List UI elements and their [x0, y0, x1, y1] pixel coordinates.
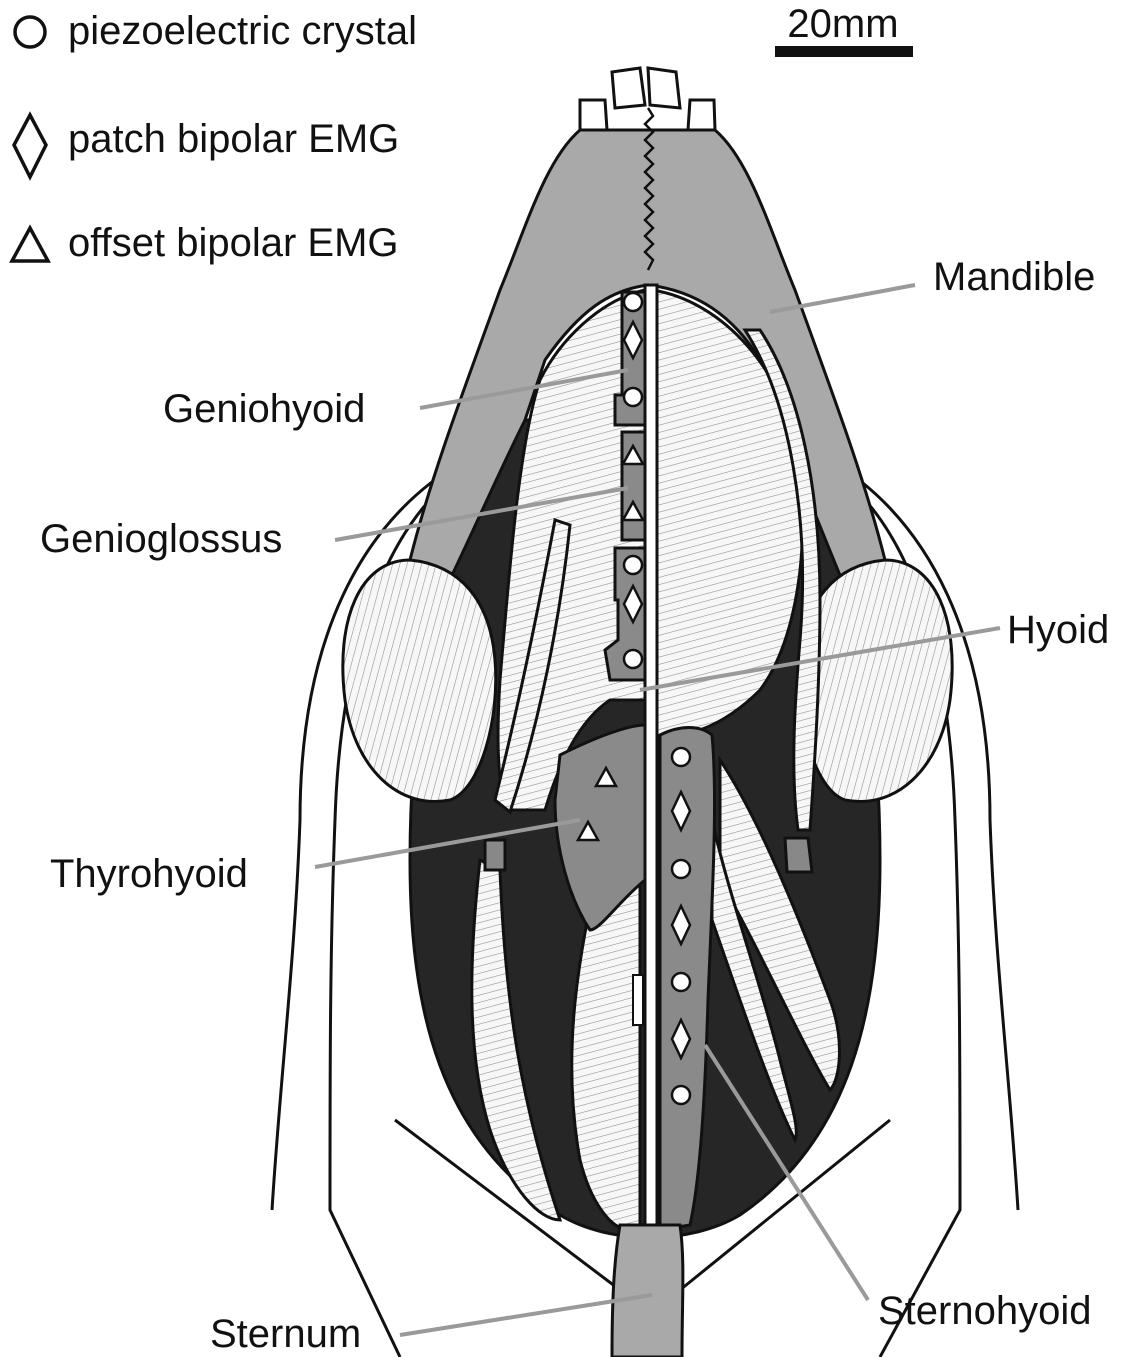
- right-rod: [785, 838, 812, 872]
- legend-diamond-icon: [14, 115, 46, 177]
- legend-circle-label: piezoelectric crystal: [68, 9, 417, 53]
- label-thyrohyoid: Thyrohyoid: [50, 852, 248, 896]
- crystal-marker: [672, 860, 690, 878]
- label-hyoid: Hyoid: [1007, 608, 1109, 652]
- legend-circle-icon: [15, 17, 45, 47]
- legend-triangle-label: offset bipolar EMG: [68, 221, 399, 265]
- midline: [645, 285, 657, 1235]
- legend: piezoelectric crystal patch bipolar EMG …: [12, 9, 417, 265]
- label-geniohyoid: Geniohyoid: [163, 387, 365, 431]
- midline-notch: [633, 975, 643, 1025]
- crystal-marker: [672, 973, 690, 991]
- legend-triangle-icon: [12, 228, 48, 261]
- left-rod: [485, 840, 505, 870]
- crystal-marker: [624, 293, 642, 311]
- scale-bar-label: 20mm: [787, 2, 898, 46]
- label-mandible: Mandible: [933, 255, 1095, 299]
- left-lobe: [343, 560, 496, 802]
- crystal-marker: [624, 650, 642, 668]
- right-lobe: [799, 560, 952, 802]
- crystal-marker: [672, 1086, 690, 1104]
- crystal-marker: [624, 388, 642, 406]
- label-genioglossus: Genioglossus: [40, 517, 282, 561]
- scale-bar: 20mm: [775, 2, 913, 57]
- scale-bar-line: [775, 46, 913, 57]
- label-sternohyoid: Sternohyoid: [878, 1289, 1091, 1333]
- crystal-marker: [624, 556, 642, 574]
- legend-diamond-label: patch bipolar EMG: [68, 117, 399, 161]
- label-sternum: Sternum: [210, 1312, 361, 1356]
- sternum: [612, 1225, 683, 1357]
- crystal-marker: [672, 748, 690, 766]
